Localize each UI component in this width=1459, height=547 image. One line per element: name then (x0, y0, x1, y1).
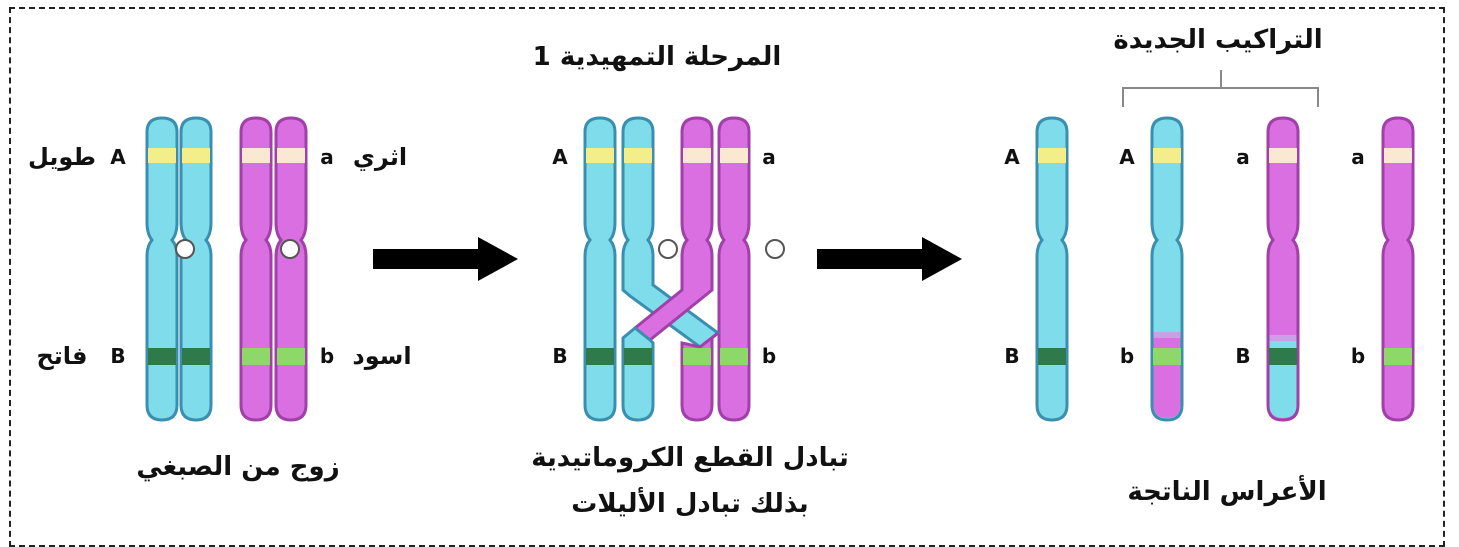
band-A (182, 148, 210, 163)
diagram-canvas: A B a b طويل فاتح اثري اسود زوج من الصبغ… (28, 25, 1415, 519)
band-a (242, 148, 270, 163)
allele-label-A: A (552, 145, 568, 169)
allele-label-b: b (1351, 344, 1365, 368)
band-B (148, 348, 176, 365)
allele-label-A: A (1119, 145, 1135, 169)
allele-label-B: B (1235, 344, 1250, 368)
centromere-circle (658, 239, 678, 259)
allele-label-b: b (320, 344, 334, 368)
caption-chromosome-pair: زوج من الصبغي (136, 452, 339, 482)
trait-light: فاتح (36, 342, 87, 370)
band-b (242, 348, 270, 365)
meiosis-crossover-diagram: A B a b طويل فاتح اثري اسود زوج من الصبغ… (9, 7, 1445, 547)
allele-label-B: B (110, 344, 125, 368)
caption-resulting-gametes: الأعراس الناتجة (1127, 475, 1326, 507)
panel-gametes: التراكيب الجديدة (1004, 25, 1415, 507)
allele-label-b: b (762, 344, 776, 368)
allele-label-a: a (1236, 145, 1250, 169)
trait-dwarf: اثري (353, 143, 407, 171)
chromatid-pink-2 (274, 116, 308, 422)
allele-label-a: a (1351, 145, 1365, 169)
gamete-chromatid-Ab (1150, 116, 1184, 422)
panel-crossover: المرحلة التمهيدية 1 (531, 42, 849, 519)
centromere-circle (175, 239, 195, 259)
crossover-chromatids (621, 116, 721, 422)
band-a (277, 148, 305, 163)
allele-label-B: B (1004, 344, 1019, 368)
trait-dark: اسود (352, 342, 411, 370)
allele-label-a: a (762, 145, 776, 169)
allele-label-A: A (1004, 145, 1020, 169)
chromatid-blue-outer (583, 116, 617, 422)
band-A (148, 148, 176, 163)
allele-label-a: a (320, 145, 334, 169)
band-B (182, 348, 210, 365)
arrow-right-icon (373, 237, 518, 281)
gamete-chromatid-aB (1266, 116, 1300, 422)
allele-label-b: b (1120, 344, 1134, 368)
caption-new-structures: التراكيب الجديدة (1113, 25, 1322, 55)
gamete-chromatid-AB (1035, 116, 1069, 422)
chromatid-pink-outer (717, 116, 751, 422)
centromere-circle (280, 239, 300, 259)
bracket (1122, 70, 1319, 107)
arrow-right-icon (817, 237, 962, 281)
chromatid-pink-1 (239, 116, 273, 422)
chromatid-blue-1 (145, 116, 179, 422)
allele-label-B: B (552, 344, 567, 368)
allele-label-A: A (110, 145, 126, 169)
chromatid-blue-2 (179, 116, 213, 422)
centromere-circle (765, 239, 785, 259)
gamete-chromatid-ab (1381, 116, 1415, 422)
caption-crossover-line2: بذلك تبادل الأليلات (571, 487, 808, 519)
panel-chromosome-pair: A B a b طويل فاتح اثري اسود زوج من الصبغ… (28, 116, 412, 482)
trait-tall: طويل (28, 143, 96, 171)
band-b (277, 348, 305, 365)
caption-phase-title: المرحلة التمهيدية 1 (533, 42, 782, 72)
caption-crossover-line1: تبادل القطع الكروماتيدية (531, 443, 849, 473)
